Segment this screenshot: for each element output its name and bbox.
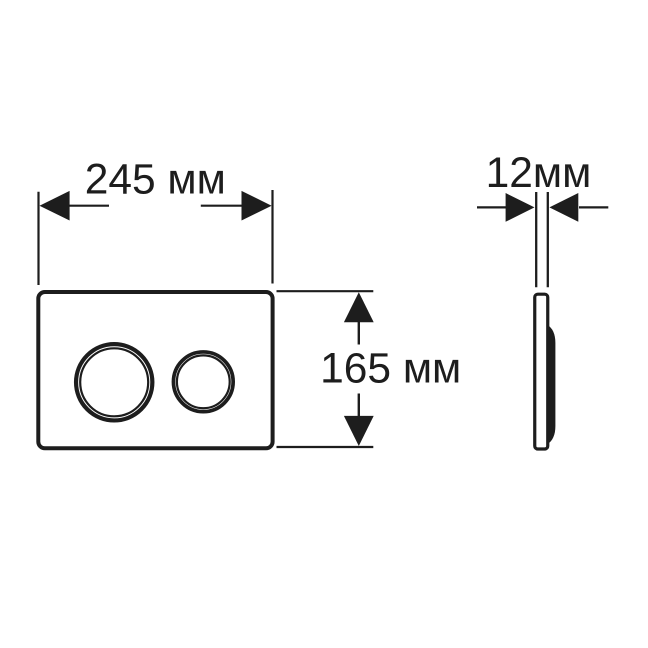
- svg-text:12мм: 12мм: [486, 150, 592, 197]
- svg-text:245 мм: 245 мм: [85, 157, 226, 204]
- svg-text:165 мм: 165 мм: [320, 346, 461, 393]
